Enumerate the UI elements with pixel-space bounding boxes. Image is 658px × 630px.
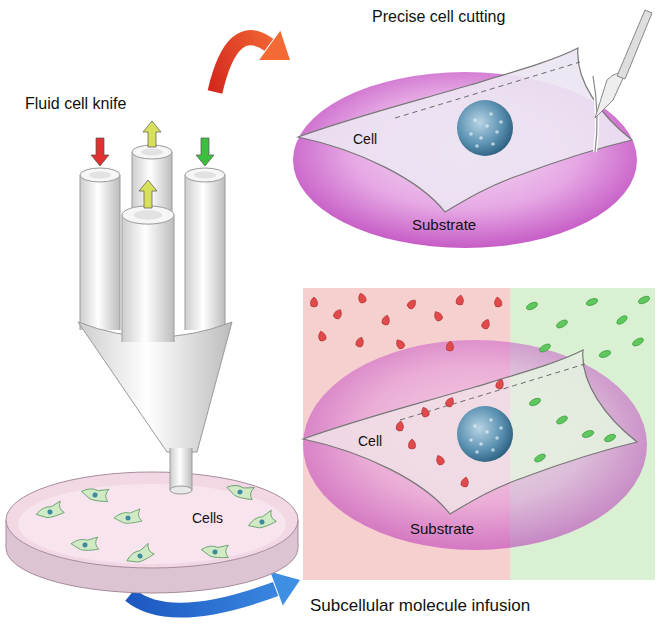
probe-device: Fluid cell knife [20, 92, 270, 492]
substrate-label: Substrate [410, 520, 474, 537]
dish-label: Cells [192, 510, 223, 526]
culture-dish-outline [4, 445, 300, 595]
cell-shape: Cell [295, 40, 640, 220]
cell-shape-outline [295, 40, 640, 220]
cell-shape: Cell [300, 342, 645, 522]
cell-label: Cell [358, 433, 382, 449]
culture-dish: Cells [4, 445, 300, 595]
panel-heading: Precise cell cutting [372, 8, 505, 26]
arrow-body [215, 38, 269, 92]
cell-shape-outline [300, 342, 645, 522]
substrate-label: Substrate [412, 216, 476, 233]
curved-arrow [215, 31, 290, 92]
probe-label: Fluid cell knife [25, 95, 126, 113]
probe-device-outline [20, 92, 270, 492]
panel-caption: Subcellular molecule infusion [310, 596, 530, 616]
infusion-panel: SubstrateSubcellular molecule infusion Ce… [300, 284, 656, 626]
substrate-ellipse: Precise cell cuttingSubstrate Cell [290, 4, 652, 252]
arrow-head [270, 572, 300, 606]
cell-label: Cell [353, 131, 377, 147]
arrow-head [259, 31, 290, 60]
